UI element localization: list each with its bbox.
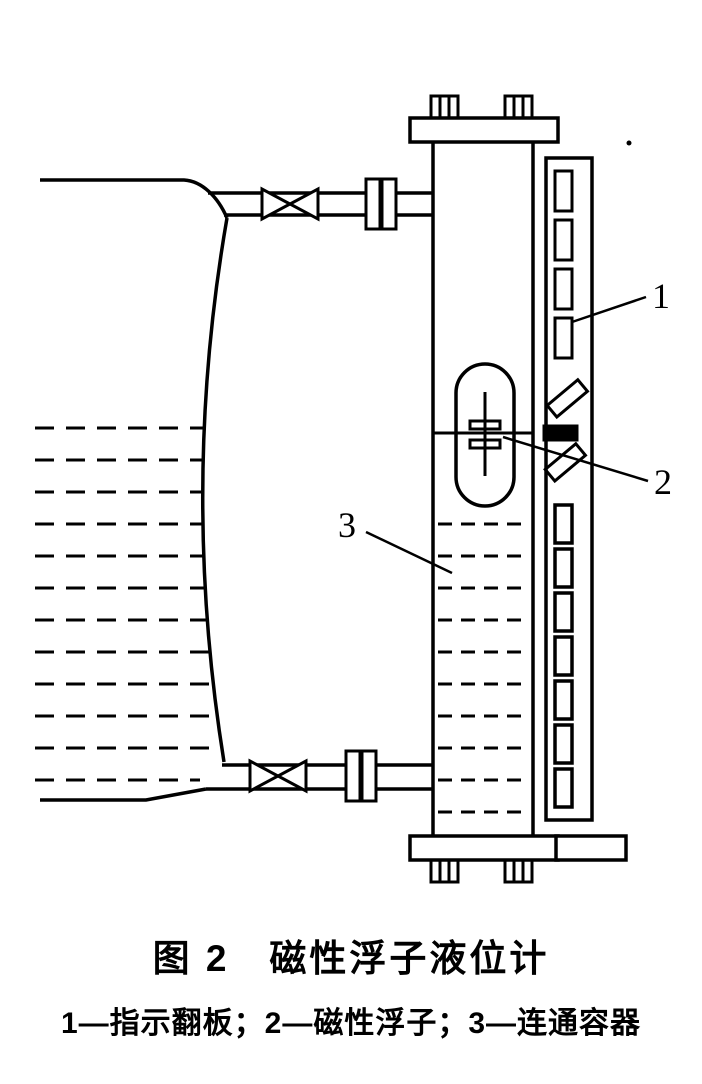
- indicator-flap: [553, 169, 574, 213]
- indicator-flap-tilted: [545, 377, 590, 420]
- top-pipe-flange: [364, 177, 398, 231]
- float-magnet-assembly: [468, 392, 502, 476]
- panel-bottom-support: [554, 834, 628, 862]
- indicator-flaps-lower: [553, 503, 574, 809]
- indicator-flap: [553, 218, 574, 262]
- callout-leaders: [365, 295, 649, 575]
- bottom-pipe-flange: [344, 749, 378, 803]
- indicator-flap-level: [542, 424, 579, 442]
- figure-caption: 图 2 磁性浮子液位计: [152, 938, 550, 979]
- vessel-liquid-dashes: [438, 522, 528, 814]
- vessel-top-bolts: [429, 94, 534, 120]
- indicator-flaps-upper: [553, 169, 574, 360]
- indicator-flap: [553, 547, 574, 589]
- bottom-pipe: [206, 763, 433, 791]
- top-pipe: [208, 191, 433, 217]
- indicator-flap: [553, 316, 574, 360]
- magnetic-float: [454, 362, 516, 508]
- tank-outline: [40, 178, 229, 802]
- vessel-bottom-bolts: [429, 858, 534, 884]
- diagram: 1 2 3: [35, 94, 672, 884]
- indicator-flaps-flipping: [542, 377, 590, 484]
- connecting-vessel: [408, 116, 628, 862]
- indicator-flap: [553, 591, 574, 633]
- leader-line-1: [571, 295, 647, 324]
- indicator-flap: [553, 723, 574, 765]
- indicator-flap: [553, 767, 574, 809]
- figure-legend: 1—指示翻板；2—磁性浮子；3—连通容器: [60, 1007, 642, 1040]
- indicator-flap-tilted: [543, 441, 588, 484]
- top-valve-icon: [260, 186, 320, 222]
- callout-3: 3: [338, 505, 356, 545]
- print-dot: [626, 140, 632, 146]
- indicator-flap: [553, 503, 574, 545]
- leader-line-2: [502, 435, 649, 483]
- callout-numbers: 1 2 3: [338, 276, 672, 545]
- indicator-panel: [542, 156, 594, 822]
- indicator-flap: [553, 679, 574, 721]
- indicator-flap: [553, 267, 574, 311]
- level-gauge-diagram: 1 2 3: [35, 94, 672, 884]
- bottom-valve-icon: [248, 758, 308, 794]
- callout-1: 1: [652, 276, 670, 316]
- callout-2: 2: [654, 462, 672, 502]
- tank-liquid-dashes: [35, 426, 222, 782]
- indicator-flap: [553, 635, 574, 677]
- leader-line-3: [365, 530, 453, 575]
